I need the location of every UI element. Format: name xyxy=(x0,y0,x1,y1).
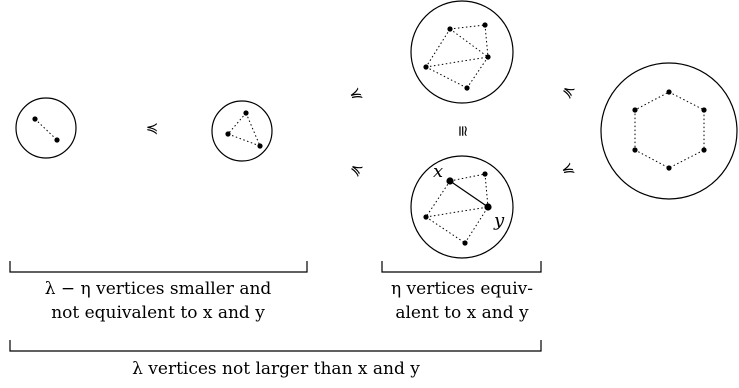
vertex xyxy=(243,110,249,116)
vertex-x xyxy=(446,177,454,185)
graph-boundary-3 xyxy=(410,0,514,104)
relation-symbol-3: ≼ xyxy=(347,158,366,180)
graph-triangle xyxy=(211,100,273,162)
graph-boundary-1 xyxy=(15,97,77,159)
vertex xyxy=(485,54,491,60)
bracket-left xyxy=(9,261,308,273)
vertex xyxy=(666,165,672,171)
vertex xyxy=(482,171,488,177)
relation-symbol-2: ≼ xyxy=(346,83,365,105)
vertex-y xyxy=(484,203,492,211)
graph-top-middle xyxy=(410,0,514,104)
vertex xyxy=(225,131,231,137)
vertex xyxy=(464,85,470,91)
caption-mid-line2: alent to x and y xyxy=(395,303,529,323)
vertex xyxy=(482,22,488,28)
vertex xyxy=(423,64,429,70)
bracket-bottom xyxy=(9,340,542,352)
dotted-hexagon xyxy=(634,91,705,169)
solid-edge-xy xyxy=(449,180,489,208)
bracket-middle xyxy=(381,261,542,273)
graph-boundary-5 xyxy=(600,62,738,200)
relation-symbol-5: ≼ xyxy=(558,158,577,180)
relation-symbol-4: ≼ xyxy=(559,80,578,102)
graph-bottom-middle: x y xyxy=(410,155,514,259)
isomorphic-symbol: ≅ xyxy=(454,125,472,138)
vertex xyxy=(701,107,707,113)
vertex xyxy=(32,116,38,122)
relation-symbol-1: ≼ xyxy=(146,119,159,137)
dotted-triangle xyxy=(227,112,261,147)
label-y: y xyxy=(493,210,505,231)
label-x: x xyxy=(433,161,443,182)
vertex xyxy=(701,147,707,153)
vertex xyxy=(54,137,60,143)
vertex xyxy=(257,143,263,149)
graph-hexagon xyxy=(600,62,738,200)
caption-mid-line1: η vertices equiv- xyxy=(391,279,533,299)
dotted-edges xyxy=(425,24,489,89)
caption-bottom: λ vertices not larger than x and y xyxy=(132,359,420,379)
graph-boundary-4 xyxy=(410,155,514,259)
vertex xyxy=(666,89,672,95)
caption-left-line1: λ − η vertices smaller and xyxy=(45,279,272,299)
vertex xyxy=(447,26,453,32)
vertex xyxy=(462,240,468,246)
graph-boundary-2 xyxy=(211,100,273,162)
graph-one-edge xyxy=(15,97,77,159)
vertex xyxy=(423,214,429,220)
dotted-edges xyxy=(425,173,489,244)
dotted-edge xyxy=(34,118,58,141)
vertex xyxy=(632,107,638,113)
vertex xyxy=(632,147,638,153)
caption-left-line2: not equivalent to x and y xyxy=(51,303,265,323)
